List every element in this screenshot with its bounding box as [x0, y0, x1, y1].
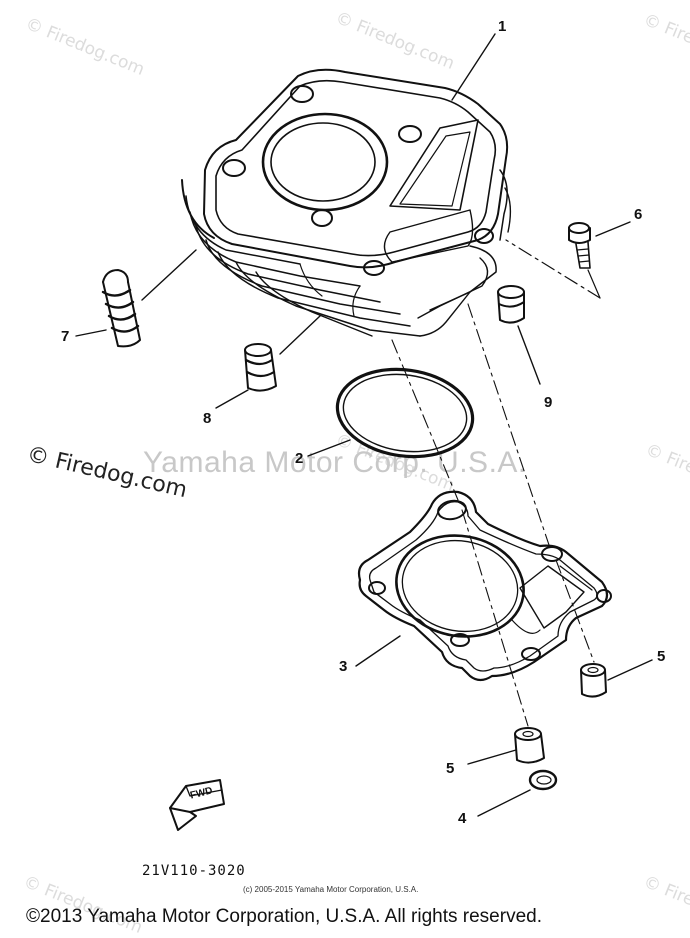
bolt-part-6	[568, 222, 591, 269]
cylinder-part-1	[181, 68, 512, 337]
callout-5-left: 5	[446, 760, 455, 777]
small-copyright: (c) 2005-2015 Yamaha Motor Corporation, …	[243, 885, 419, 894]
dowel-part-8	[244, 343, 277, 392]
callout-2: 2	[295, 450, 304, 467]
callout-7: 7	[61, 328, 70, 345]
footer-copyright: ©2013 Yamaha Motor Corporation, U.S.A. A…	[26, 906, 542, 927]
callout-5-right: 5	[657, 648, 666, 665]
dowel-part-5-left	[514, 727, 545, 764]
callout-9: 9	[544, 394, 553, 411]
callout-4: 4	[458, 810, 467, 827]
callout-6: 6	[634, 206, 643, 223]
dowel-part-5-right	[580, 663, 607, 698]
dowel-part-9	[497, 285, 525, 324]
gasket-part-3	[357, 490, 612, 682]
callout-8: 8	[203, 410, 212, 427]
callout-1: 1	[498, 18, 507, 35]
drawing-code: 21V110-3020	[142, 863, 246, 879]
o-ring-part-2	[335, 367, 475, 459]
watermark-center: Yamaha Motor Corp. U.S.A.	[143, 446, 527, 479]
dowel-part-7	[101, 269, 141, 348]
forward-arrow-icon	[169, 779, 225, 831]
callout-3: 3	[339, 658, 348, 675]
ring-part-4	[528, 769, 558, 791]
